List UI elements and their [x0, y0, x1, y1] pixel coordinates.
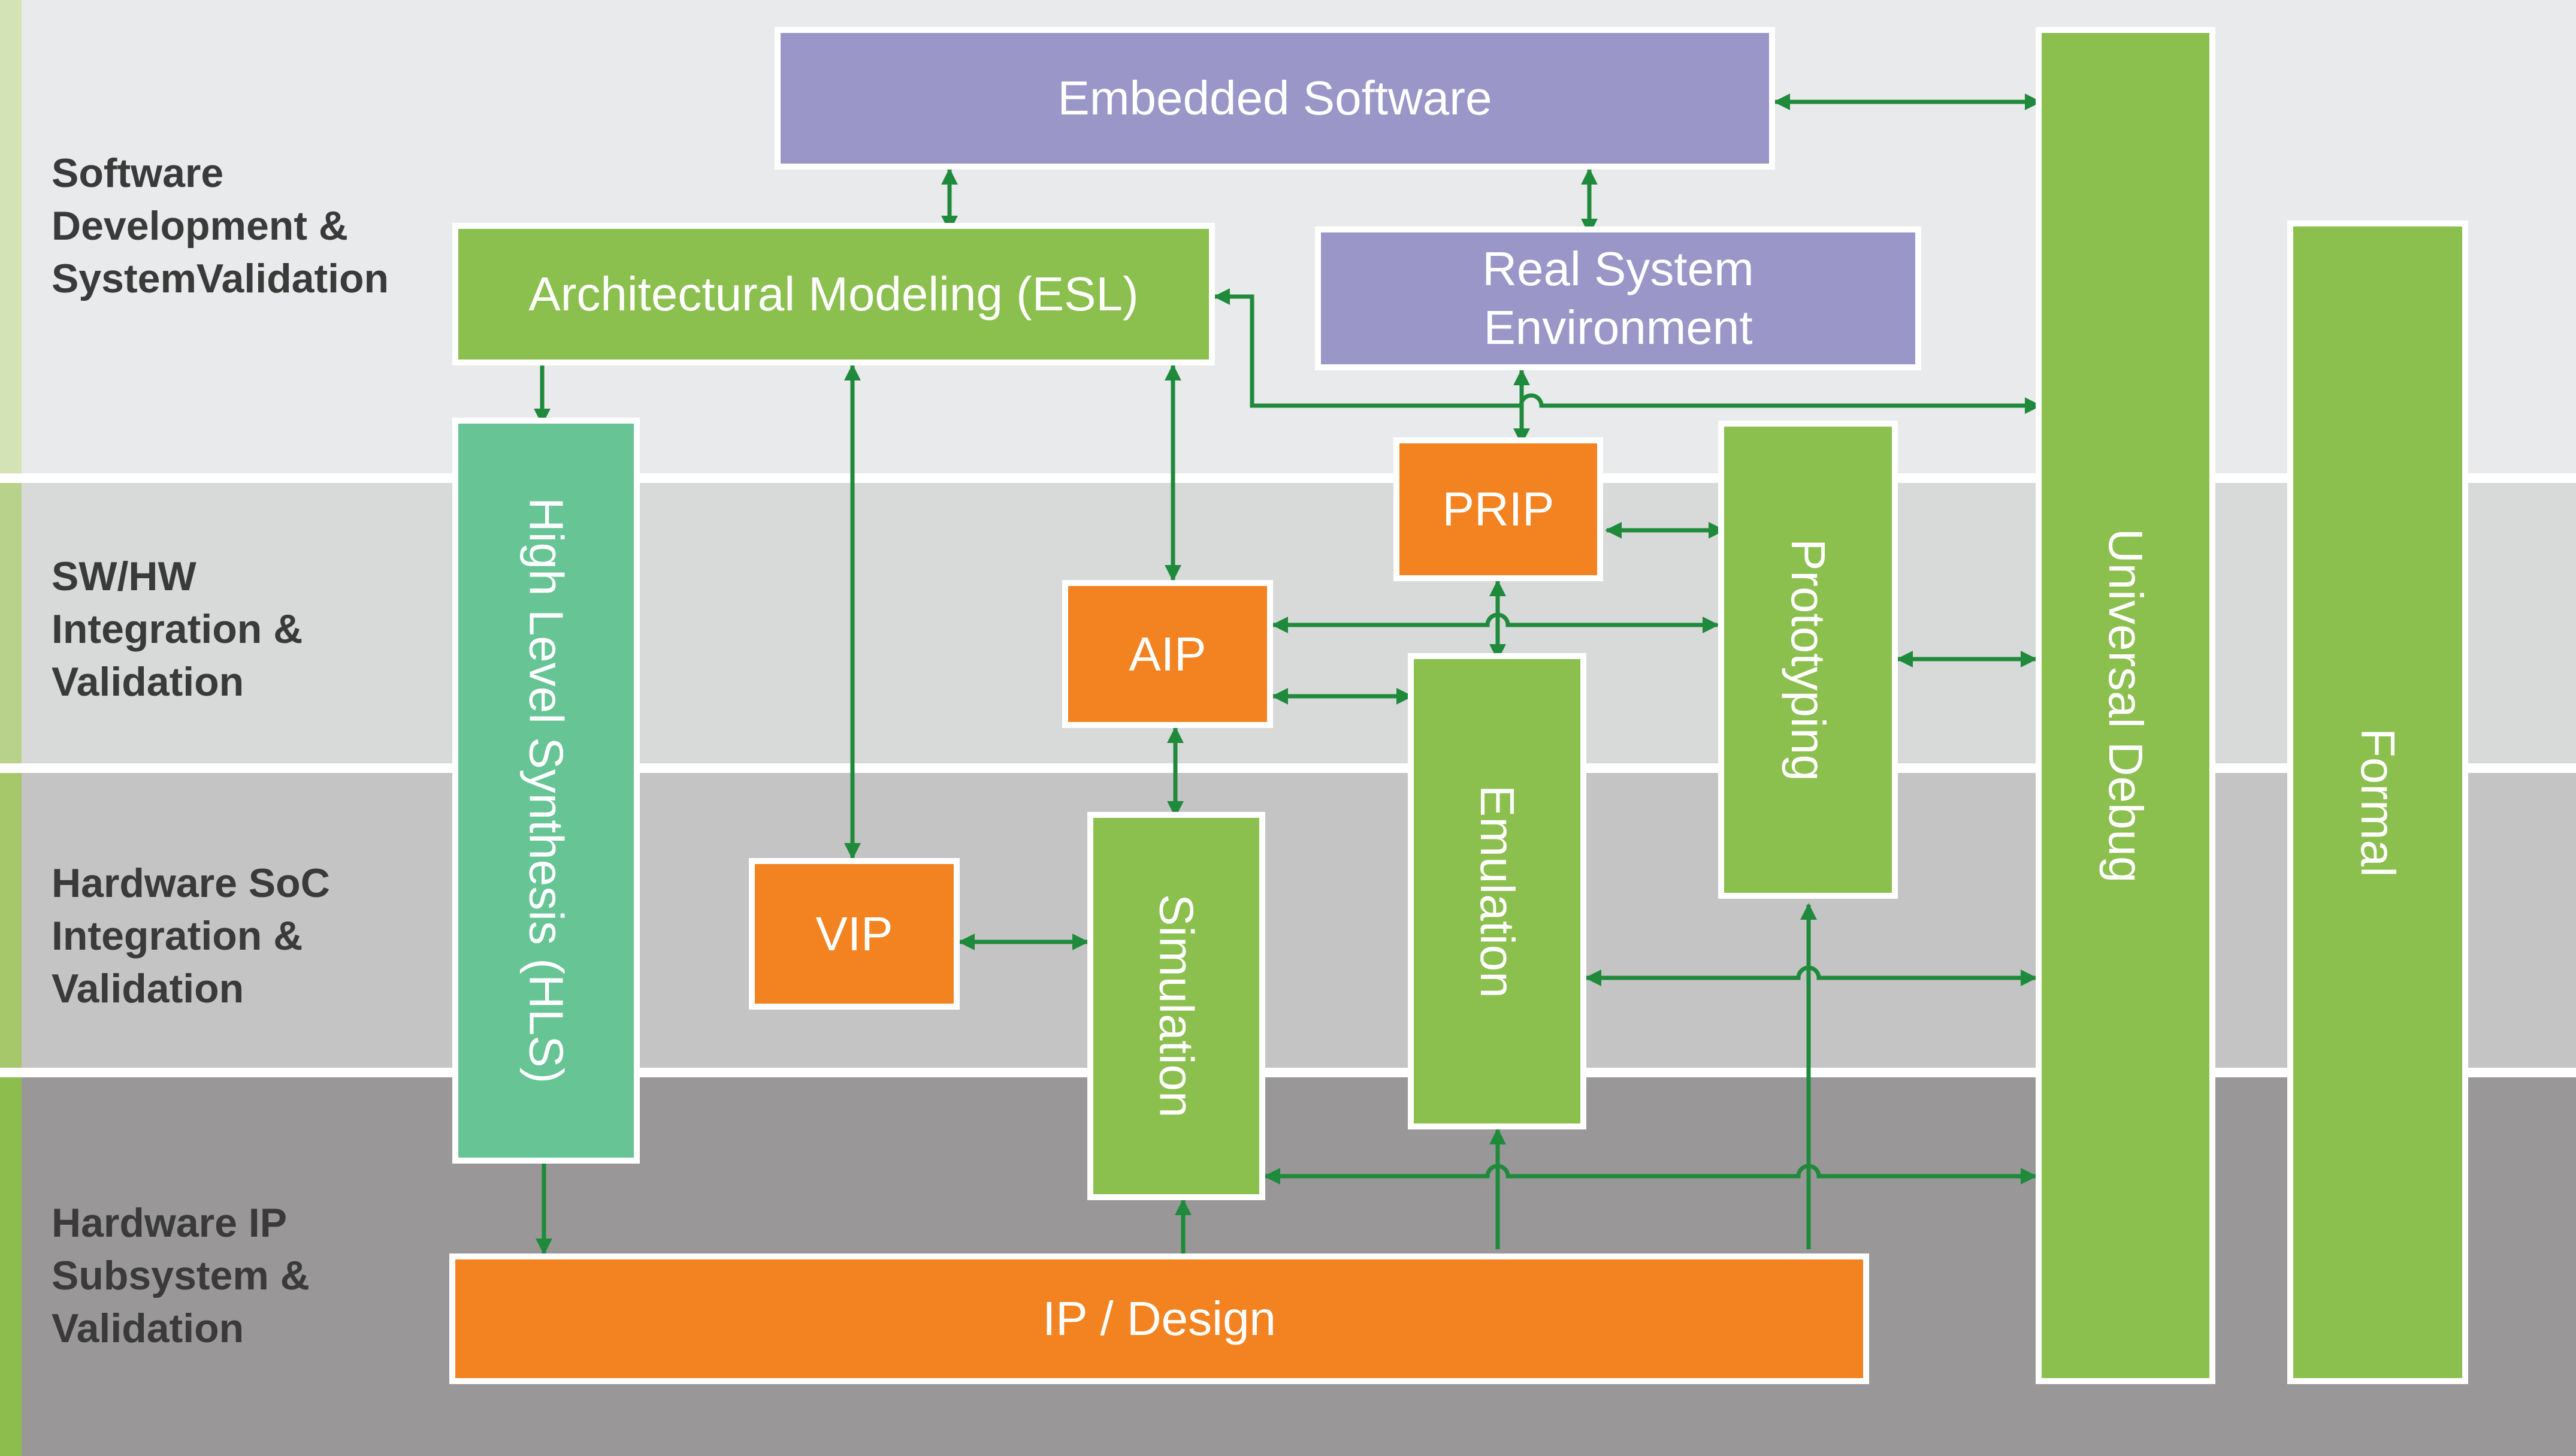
- universal-debug-block: Universal Debug: [2036, 27, 2215, 1384]
- prototyping-label: Prototyping: [1782, 538, 1835, 781]
- accent-strip-ip: [0, 1077, 22, 1456]
- band-label-sw-hw-integration: SW/HW Integration & Validation: [52, 554, 303, 705]
- band-label-software-development: Software Development & SystemValidation: [52, 150, 389, 301]
- band-separator: [0, 1068, 2576, 1077]
- arrow-aip-to-prototyping: [1271, 612, 1719, 633]
- high-level-synthesis-block: High Level Synthesis (HLS): [452, 418, 640, 1164]
- embedded-software-block: Embedded Software: [775, 27, 1775, 170]
- arrow-emulation-to-universal-debug: [1585, 965, 2037, 986]
- arrow-simulation-to-universal-debug: [1263, 1164, 2037, 1185]
- real-system-environment-block: Real System Environment: [1315, 226, 1921, 370]
- prip-block: PRIP: [1393, 437, 1603, 581]
- simulation-block: Simulation: [1087, 812, 1265, 1200]
- band-separator: [0, 763, 2576, 773]
- architectural-modeling-block: Architectural Modeling (ESL): [452, 223, 1215, 365]
- vip-block: VIP: [749, 858, 960, 1010]
- band-label-hardware-ip-subsystem: Hardware IP Subsystem & Validation: [52, 1200, 310, 1351]
- ip-design-block: IP / Design: [449, 1253, 1869, 1384]
- high-level-synthesis-label: High Level Synthesis (HLS): [519, 497, 573, 1084]
- band-label-hardware-soc-integration: Hardware SoC Integration & Validation: [52, 860, 330, 1011]
- emulation-label: Emulation: [1471, 784, 1524, 998]
- accent-strip-soc: [0, 773, 22, 1068]
- aip-block: AIP: [1062, 580, 1273, 728]
- accent-strip-software: [0, 0, 22, 473]
- formal-block: Formal: [2287, 220, 2468, 1384]
- universal-debug-label: Universal Debug: [2099, 528, 2152, 883]
- formal-label: Formal: [2351, 727, 2405, 877]
- emulation-block: Emulation: [1408, 653, 1586, 1129]
- simulation-label: Simulation: [1150, 894, 1204, 1118]
- accent-strip-swhw: [0, 483, 22, 763]
- prototyping-block: Prototyping: [1718, 421, 1898, 899]
- band-separator: [0, 473, 2576, 483]
